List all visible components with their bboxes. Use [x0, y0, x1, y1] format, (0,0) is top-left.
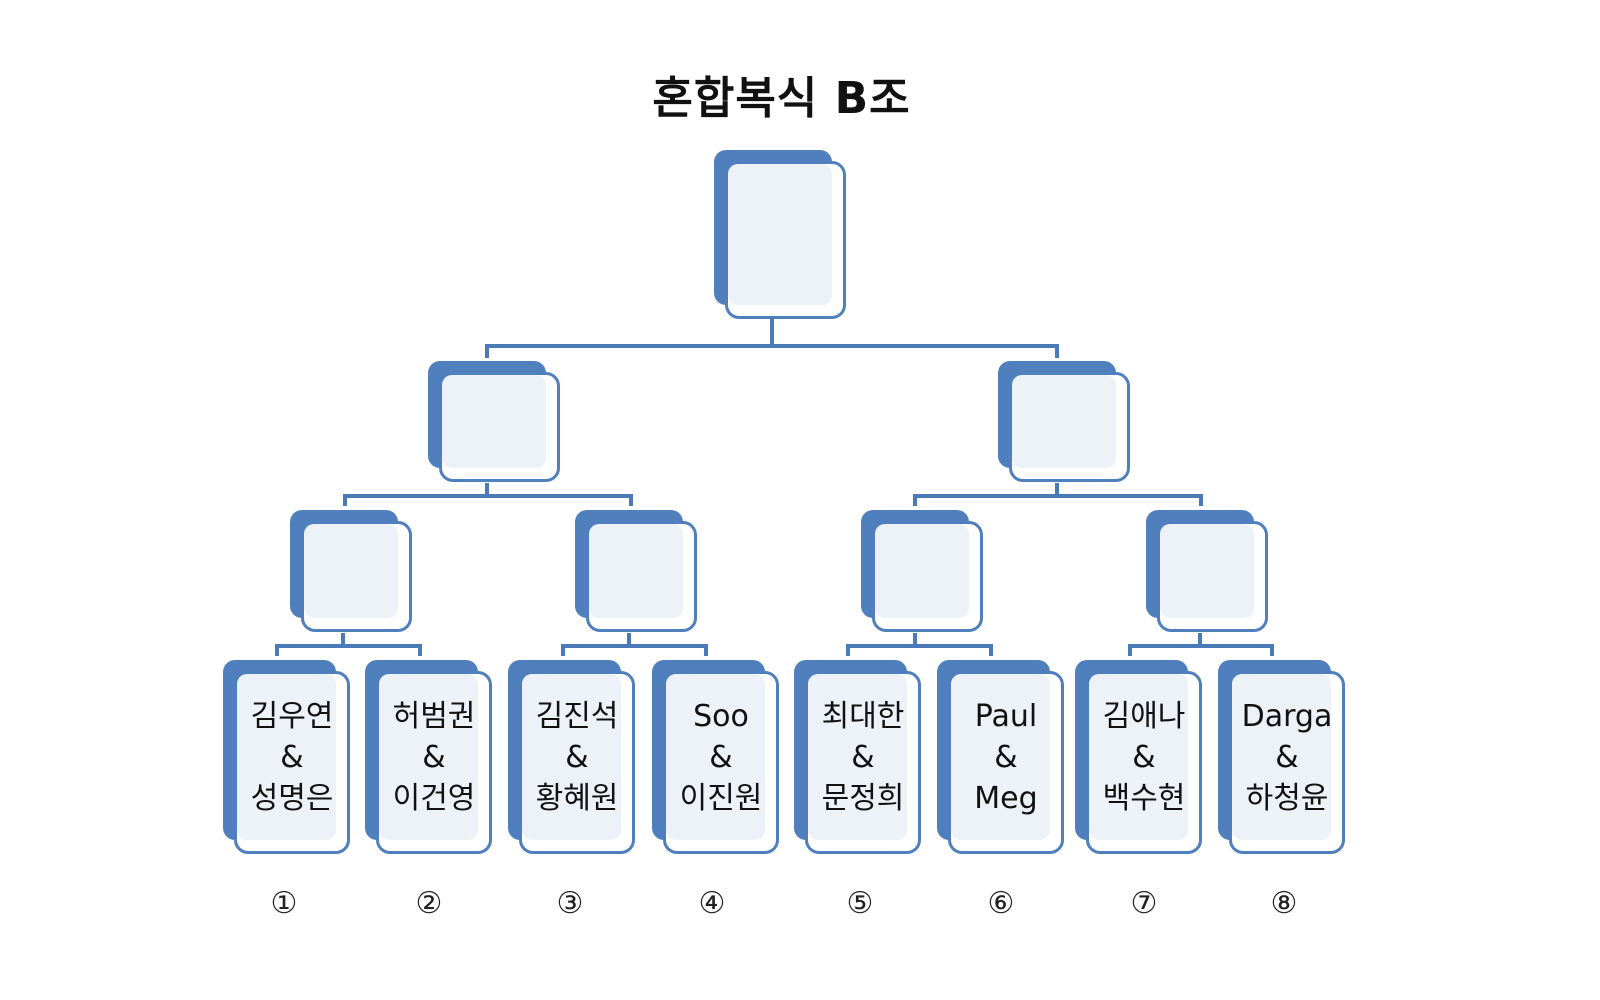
team-box-4[interactable]: Soo & 이진원: [652, 660, 779, 854]
team-box-6[interactable]: Paul & Meg: [937, 660, 1064, 854]
player-name: 김애나: [1102, 698, 1186, 734]
seed-number: ①: [270, 886, 298, 921]
team-box-2[interactable]: 허범권 & 이건영: [365, 660, 492, 854]
seed-number: ⑤: [846, 886, 874, 921]
seed-number: ②: [415, 886, 443, 921]
player-name: Paul: [974, 698, 1038, 734]
player-name: Meg: [974, 780, 1038, 816]
connector-quarter-stem-4: [1198, 633, 1202, 645]
connector-quarter-left-drop-3: [846, 644, 850, 656]
player-name: Soo: [693, 698, 749, 734]
connector-quarter-right-drop-2: [704, 644, 708, 656]
team-label: 김진석 & 황혜원: [519, 671, 635, 843]
player-name: 성명은: [250, 780, 334, 816]
team-box-8[interactable]: Darga & 하청윤: [1218, 660, 1345, 854]
semifinal-box-1[interactable]: [428, 361, 560, 482]
connector-semi-stem-2: [1055, 483, 1059, 495]
team-label: Paul & Meg: [948, 671, 1064, 843]
team-box-7[interactable]: 김애나 & 백수현: [1075, 660, 1202, 854]
box-fill: [379, 674, 478, 840]
player-name: 김진석: [535, 698, 619, 734]
box-fill: [442, 375, 546, 468]
connector-quarter-left-drop-2: [561, 644, 565, 656]
box-fill: [1089, 674, 1188, 840]
team-label: 김애나 & 백수현: [1086, 671, 1202, 843]
connector-quarter-stem-1: [341, 633, 345, 645]
final-match-box[interactable]: [714, 150, 846, 319]
team-box-3[interactable]: 김진석 & 황혜원: [508, 660, 635, 854]
quarterfinal-box-2[interactable]: [575, 510, 697, 632]
player-name: 최대한: [821, 698, 905, 734]
seed-number: ⑦: [1130, 886, 1158, 921]
quarterfinal-box-1[interactable]: [290, 510, 412, 632]
box-fill: [304, 524, 398, 618]
connector-semi-bar-1: [343, 494, 633, 498]
seed-number: ③: [556, 886, 584, 921]
connector-semi-left-drop-1: [343, 494, 347, 506]
connector-semi-bar-2: [913, 494, 1203, 498]
player-name: 이진원: [679, 780, 763, 816]
connector-quarter-bar-4: [1128, 644, 1274, 648]
team-label: 허범권 & 이건영: [376, 671, 492, 843]
box-fill: [1160, 524, 1254, 618]
connector-final-bar: [485, 344, 1059, 348]
connector-quarter-bar-2: [561, 644, 708, 648]
ampersand: &: [1275, 739, 1299, 775]
player-name: 문정희: [821, 780, 905, 816]
box-fill: [951, 674, 1050, 840]
team-label: Soo & 이진원: [663, 671, 779, 843]
bracket-title: 혼합복식 B조: [652, 73, 911, 124]
box-fill: [589, 524, 683, 618]
ampersand: &: [994, 739, 1018, 775]
connector-final-right-drop: [1055, 344, 1059, 358]
connector-quarter-left-drop-1: [275, 644, 279, 656]
connector-semi-right-drop-1: [629, 494, 633, 506]
box-fill: [808, 674, 907, 840]
team-box-5[interactable]: 최대한 & 문정희: [794, 660, 921, 854]
team-box-1[interactable]: 김우연 & 성명은: [223, 660, 350, 854]
ampersand: &: [1132, 739, 1156, 775]
box-fill: [875, 524, 969, 618]
box-fill: [1232, 674, 1331, 840]
connector-final-left-drop: [485, 344, 489, 358]
player-name: 백수현: [1102, 780, 1186, 816]
player-name: 허범권: [392, 698, 476, 734]
box-fill: [1012, 375, 1116, 468]
ampersand: &: [565, 739, 589, 775]
connector-quarter-stem-3: [913, 633, 917, 645]
connector-final-stem: [770, 318, 774, 344]
quarterfinal-box-4[interactable]: [1146, 510, 1268, 632]
team-label: Darga & 하청윤: [1229, 671, 1345, 843]
connector-quarter-stem-2: [627, 633, 631, 645]
box-fill: [666, 674, 765, 840]
connector-quarter-bar-1: [275, 644, 422, 648]
player-name: 황혜원: [535, 780, 619, 816]
quarterfinal-box-3[interactable]: [861, 510, 983, 632]
ampersand: &: [422, 739, 446, 775]
ampersand: &: [280, 739, 304, 775]
ampersand: &: [851, 739, 875, 775]
team-label: 최대한 & 문정희: [805, 671, 921, 843]
box-fill: [522, 674, 621, 840]
box-fill: [728, 164, 832, 305]
seed-number: ④: [698, 886, 726, 921]
connector-quarter-right-drop-4: [1270, 644, 1274, 656]
box-fill: [237, 674, 336, 840]
connector-semi-right-drop-2: [1199, 494, 1203, 506]
player-name: Darga: [1241, 698, 1333, 734]
seed-number: ⑧: [1270, 886, 1298, 921]
connector-quarter-right-drop-3: [989, 644, 993, 656]
semifinal-box-2[interactable]: [998, 361, 1130, 482]
team-label: 김우연 & 성명은: [234, 671, 350, 843]
player-name: 하청윤: [1245, 780, 1329, 816]
connector-semi-stem-1: [485, 483, 489, 495]
connector-semi-left-drop-2: [913, 494, 917, 506]
player-name: 김우연: [250, 698, 334, 734]
seed-number: ⑥: [987, 886, 1015, 921]
connector-quarter-left-drop-4: [1128, 644, 1132, 656]
ampersand: &: [709, 739, 733, 775]
player-name: 이건영: [392, 780, 476, 816]
connector-quarter-right-drop-1: [418, 644, 422, 656]
connector-quarter-bar-3: [846, 644, 993, 648]
